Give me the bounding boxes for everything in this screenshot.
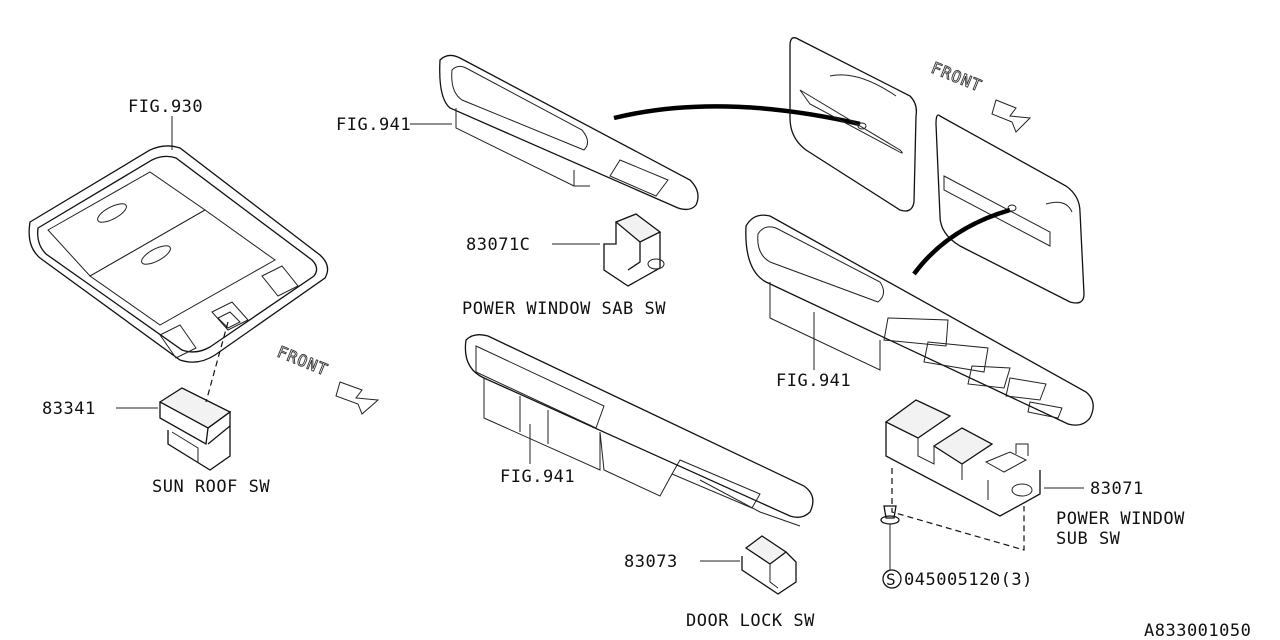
part-83071-label: 83071 [1090, 479, 1144, 499]
fig941-top-label: FIG.941 [336, 115, 411, 135]
power-window-sub-switch [884, 399, 1041, 517]
door-lock-sw-label: DOOR LOCK SW [686, 611, 815, 631]
door-trim-rear [789, 37, 918, 212]
front-arrow-right: FRONT [928, 58, 1032, 133]
screw-symbol-circle [882, 569, 902, 589]
part-83341-label: 83341 [42, 399, 96, 419]
power-window-sab-sw-label: POWER WINDOW SAB SW [462, 299, 666, 319]
cable-top [613, 104, 861, 127]
cable-right [912, 207, 1011, 276]
sub-switch-dash-box [891, 468, 1025, 551]
screw [880, 505, 900, 570]
fig941-bottom-label: FIG.941 [500, 467, 575, 487]
power-window-sub-sw-line1: POWER WINDOW [1056, 509, 1185, 529]
door-trim-front [935, 114, 1085, 304]
armrest-panel-right [745, 214, 1094, 426]
fig930-label: FIG.930 [128, 97, 203, 117]
sun-roof-switch [158, 387, 232, 471]
front-right-label: FRONT [929, 58, 985, 96]
armrest-panel-top [439, 54, 699, 211]
overhead-console [28, 145, 329, 363]
power-window-sab-switch [603, 213, 665, 287]
fig941-right-label: FIG.941 [776, 371, 851, 391]
sunroof-dash-leader [205, 321, 229, 403]
diagram-id: A833001050 [1144, 621, 1251, 640]
sun-roof-sw-label: SUN ROOF SW [152, 477, 270, 497]
power-window-sub-sw-line2: SUB SW [1056, 529, 1121, 549]
part-83071C-label: 83071C [466, 235, 530, 255]
screw-symbol: S [886, 570, 896, 589]
armrest-panel-bottom [464, 334, 814, 527]
screw-part-label: 045005120(3) [904, 570, 1033, 590]
part-83073-label: 83073 [624, 552, 678, 572]
front-arrow-left: FRONT [274, 342, 380, 415]
front-left-label: FRONT [275, 342, 331, 380]
door-lock-switch [741, 535, 797, 595]
